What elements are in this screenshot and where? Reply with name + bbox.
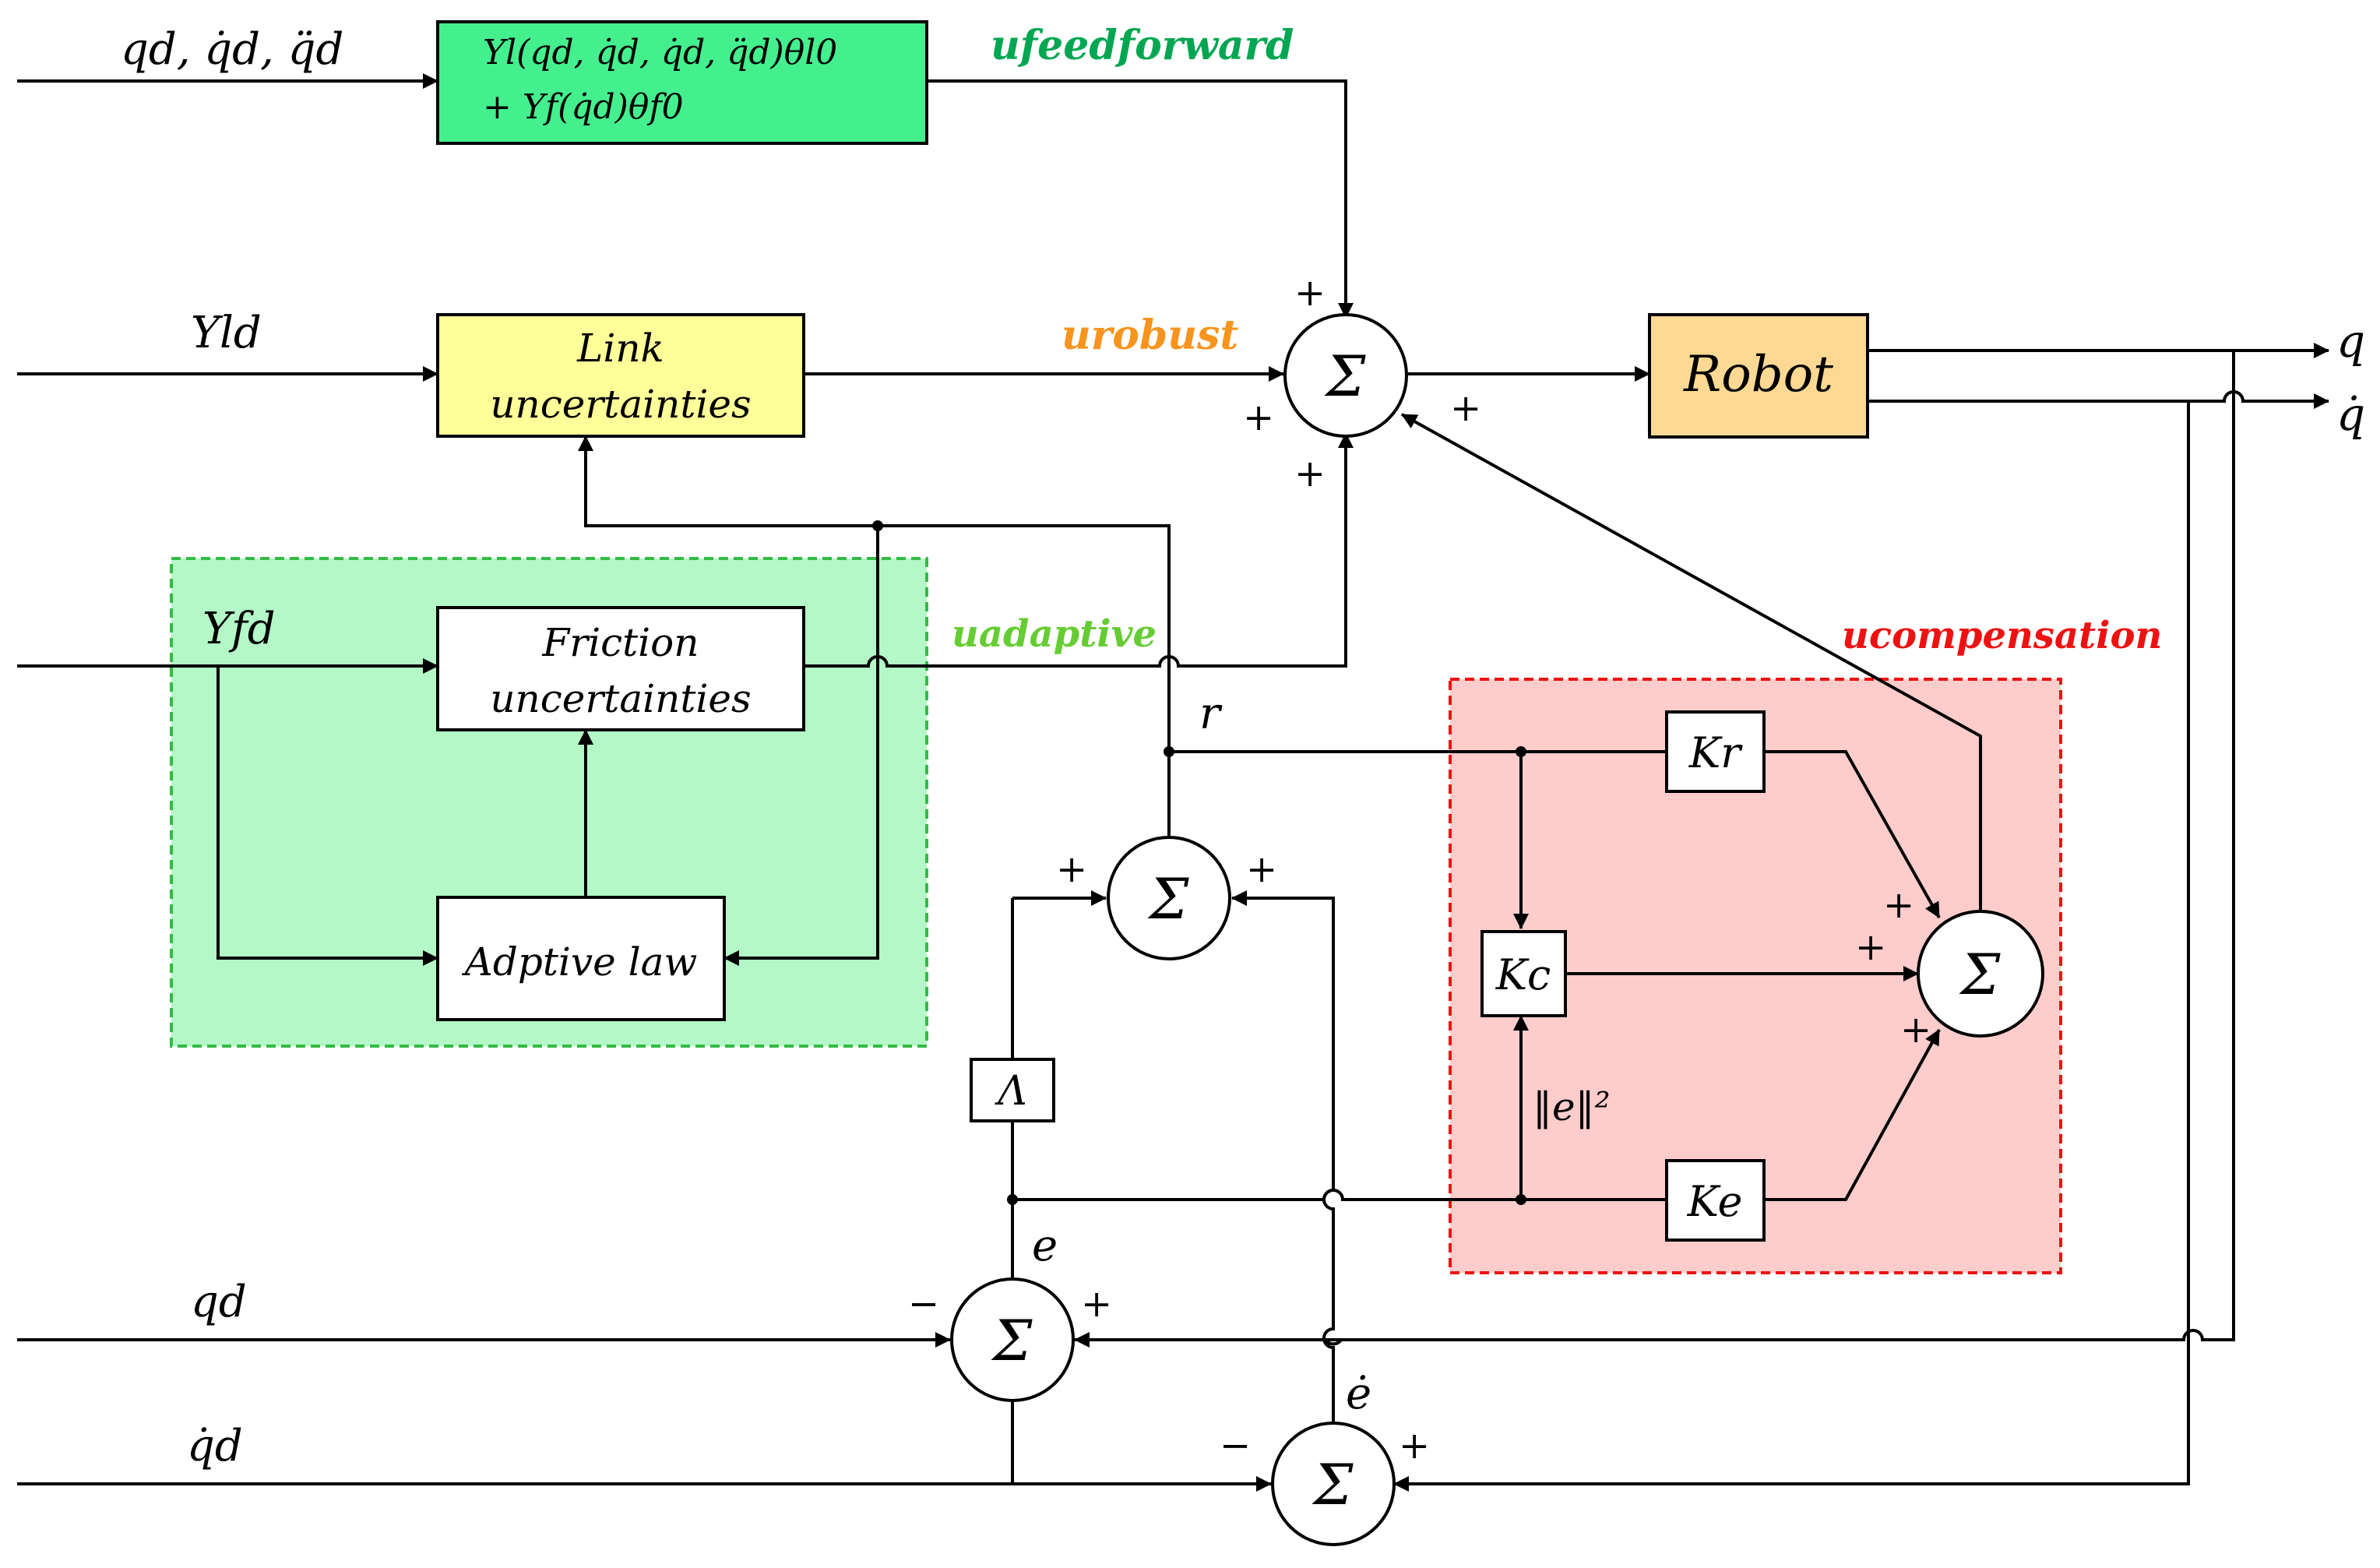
friction-line1: Friction	[542, 620, 699, 665]
compensation-sum-symbol: Σ	[1959, 942, 2002, 1007]
output-qdot-label: q̇	[2336, 388, 2365, 441]
input-link-regressor: Yld	[191, 308, 262, 358]
adaptive-law-label: Adptive law	[462, 939, 698, 985]
r-sum-junction: Σ	[1107, 836, 1231, 960]
input-friction-regressor: Yfd	[202, 604, 276, 654]
svg-text:+: +	[1883, 883, 1914, 927]
link-line2: uncertainties	[490, 382, 751, 427]
ke-block: Ke	[1665, 1159, 1766, 1242]
u-robust-label: urobust	[1061, 312, 1238, 359]
svg-text:+: +	[1056, 847, 1087, 891]
edot-signal-label: ė	[1346, 1369, 1371, 1419]
input-desired-position: qd	[191, 1277, 247, 1327]
kc-label: Kc	[1495, 950, 1551, 999]
lambda-block: Λ	[970, 1058, 1055, 1122]
r-signal-label: r	[1199, 689, 1223, 739]
sign-labels: + + + + + + + + + − + − +	[908, 271, 1931, 1468]
e-sum-junction: Σ	[950, 1277, 1075, 1402]
feedforward-block: Yl(qd, q̇d, q̇d, q̈d)θl0 + Yf(q̇d)θf0	[436, 20, 928, 145]
robot-block: Robot	[1648, 313, 1869, 439]
feedforward-line2: + Yf(q̇d)θf0	[483, 87, 684, 127]
ke-label: Ke	[1687, 1177, 1743, 1226]
svg-text:+: +	[1855, 925, 1886, 969]
svg-text:+: +	[1081, 1282, 1112, 1326]
u-feedforward-label: ufeedforward	[991, 22, 1294, 69]
svg-text:+: +	[1294, 452, 1326, 495]
svg-text:−: −	[1220, 1424, 1251, 1468]
input-desired-trajectory: qd, q̇d, q̈d	[121, 24, 343, 75]
kr-label: Kr	[1688, 728, 1743, 777]
compensation-sum-junction: Σ	[1917, 910, 2044, 1038]
u-adaptive-label: uadaptive	[952, 612, 1157, 656]
kc-block: Kc	[1480, 930, 1567, 1017]
svg-text:+: +	[1246, 847, 1277, 891]
svg-text:−: −	[908, 1282, 939, 1326]
adaptive-law-block: Adptive law	[436, 896, 726, 1021]
robot-label: Robot	[1683, 346, 1833, 403]
lambda-label: Λ	[995, 1068, 1027, 1115]
u-compensation-label: ucompensation	[1842, 614, 2162, 657]
friction-uncertainties-block: Friction uncertainties	[436, 606, 805, 731]
output-q-label: q	[2336, 315, 2365, 368]
kr-block: Kr	[1665, 710, 1766, 793]
svg-text:+: +	[1399, 1424, 1430, 1468]
svg-text:+: +	[1450, 386, 1481, 430]
svg-text:+: +	[1294, 271, 1326, 315]
edot-sum-symbol: Σ	[1311, 1452, 1354, 1517]
e-norm-label: ‖e‖²	[1533, 1084, 1611, 1129]
svg-text:+: +	[1243, 396, 1274, 439]
e-signal-label: e	[1032, 1221, 1058, 1271]
friction-line2: uncertainties	[490, 676, 751, 721]
link-uncertainties-block: Link uncertainties	[436, 313, 805, 438]
input-desired-velocity: q̇d	[187, 1421, 243, 1471]
r-sum-symbol: Σ	[1147, 866, 1190, 932]
edot-sum-junction: Σ	[1271, 1422, 1396, 1546]
e-sum-symbol: Σ	[991, 1308, 1033, 1373]
main-sum-junction: Σ	[1283, 313, 1408, 438]
feedforward-line1: Yl(qd, q̇d, q̇d, q̈d)θl0	[483, 33, 837, 72]
link-line1: Link	[576, 326, 664, 371]
svg-text:+: +	[1900, 1008, 1931, 1052]
wires	[17, 73, 2329, 1492]
junction-dots	[872, 520, 1526, 1205]
main-sum-symbol: Σ	[1324, 344, 1367, 409]
